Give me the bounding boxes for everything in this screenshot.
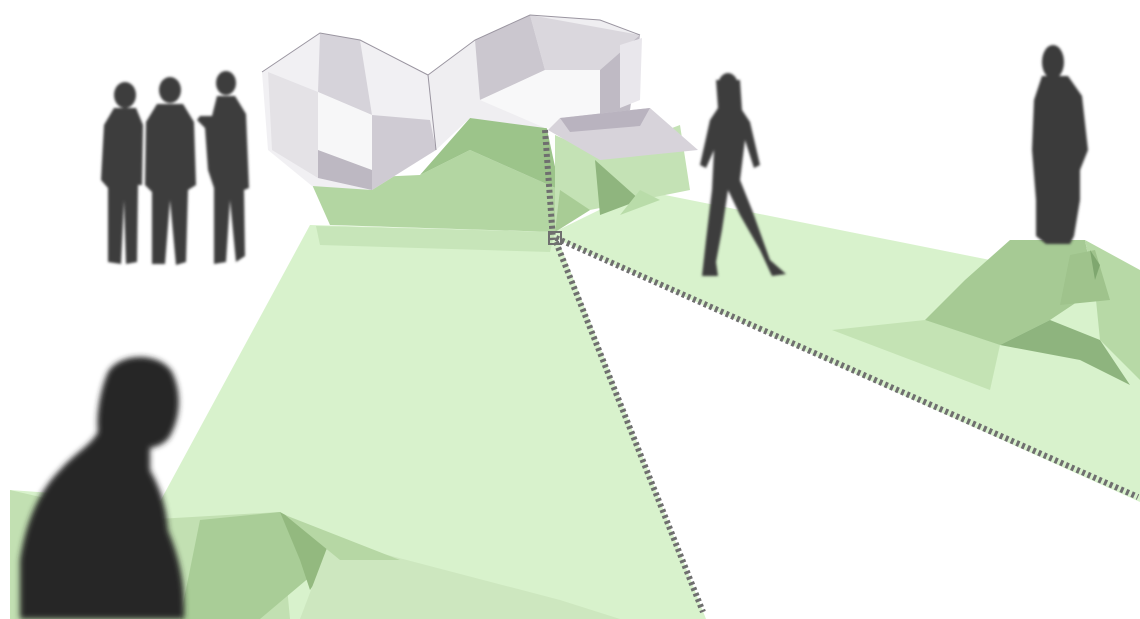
man-on-mound-silhouette: [1032, 45, 1088, 244]
group-of-three-men: [101, 71, 249, 265]
man-right-silhouette: [197, 71, 249, 264]
seated-person-silhouette: [20, 357, 184, 619]
man-middle-silhouette: [145, 77, 196, 265]
man-left-silhouette: [101, 82, 143, 264]
